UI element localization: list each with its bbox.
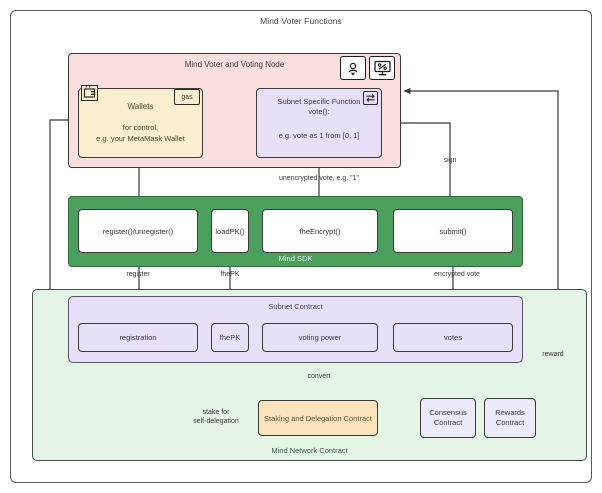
rewards-contract-line2: Contract	[495, 418, 525, 427]
edge-label-register: register	[126, 271, 150, 278]
subnet-function-example: e.g. vote as 1 from [0, 1]	[278, 131, 360, 140]
wallets-subtitle-line2: e.g. your MetaMask Wallet	[96, 134, 185, 143]
edge-label-sign: sign	[443, 157, 457, 164]
mind-sdk-label: Mind SDK	[278, 254, 313, 263]
monitor-percent-icon	[369, 56, 395, 80]
sdk-cell-fheencrypt[interactable]: fheEncrypt()	[262, 209, 378, 253]
person-badge-icon	[340, 56, 366, 80]
edge-label-convert: convert	[307, 373, 331, 380]
swap-arrows-icon	[363, 91, 378, 105]
subnet-function-signature: Subnet Specific Function vote():	[256, 97, 382, 117]
subnet-function-name: Subnet Specific Function	[277, 97, 361, 106]
consensus-contract-box[interactable]: Consensus Contract	[420, 398, 476, 438]
rewards-contract-box[interactable]: Rewards Contract	[484, 398, 536, 438]
mind-voter-node-title: Mind Voter and Voting Node	[184, 60, 285, 69]
edge-label-reward: reward	[542, 351, 564, 358]
consensus-contract-line1: Consensus	[429, 408, 467, 417]
edge-label-stake-for-self-delegation: stake for self-delegation	[178, 408, 254, 426]
subnet-function-call: vote():	[308, 107, 330, 116]
subnet-cell-registration[interactable]: registration	[78, 323, 198, 352]
sdk-cell-register[interactable]: register()/unregister()	[78, 209, 198, 253]
edge-label-unencrypted-vote: unencrypted vote, e.g. "1"	[278, 175, 360, 182]
subnet-cell-votes[interactable]: votes	[393, 323, 513, 352]
staking-and-delegation-contract-box[interactable]: Staking and Delegation Contract	[258, 400, 378, 436]
gas-badge: gas	[174, 89, 200, 105]
wallets-subtitle-line1: for control,	[122, 123, 159, 132]
wallets-subtitle: for control, e.g. your MetaMask Wallet	[78, 122, 203, 144]
edge-label-stake-line2: self-delegation	[193, 418, 239, 425]
subnet-contract-label: Subnet Contract	[268, 302, 323, 311]
edge-label-encrypted-vote: encrypted vote	[434, 271, 480, 278]
wallets-title: Wallets	[127, 102, 154, 111]
edge-label-stake-line1: stake for	[202, 409, 230, 416]
sdk-cell-submit[interactable]: submit()	[393, 209, 513, 253]
diagram-title: Mind Voter Functions	[260, 16, 342, 26]
mind-network-contract-label: Mind Network Contract	[271, 446, 348, 455]
subnet-cell-voting-power[interactable]: voting power	[262, 323, 378, 352]
subnet-cell-fhepk[interactable]: fhePK	[211, 323, 249, 352]
sdk-cell-loadpk[interactable]: loadPK()	[211, 209, 249, 253]
rewards-contract-line1: Rewards	[495, 408, 525, 417]
edge-label-fhepk: fhePK	[220, 271, 240, 278]
wallet-tag-icon	[81, 85, 98, 101]
consensus-contract-line2: Contract	[433, 418, 463, 427]
subnet-specific-function-box	[256, 88, 382, 158]
